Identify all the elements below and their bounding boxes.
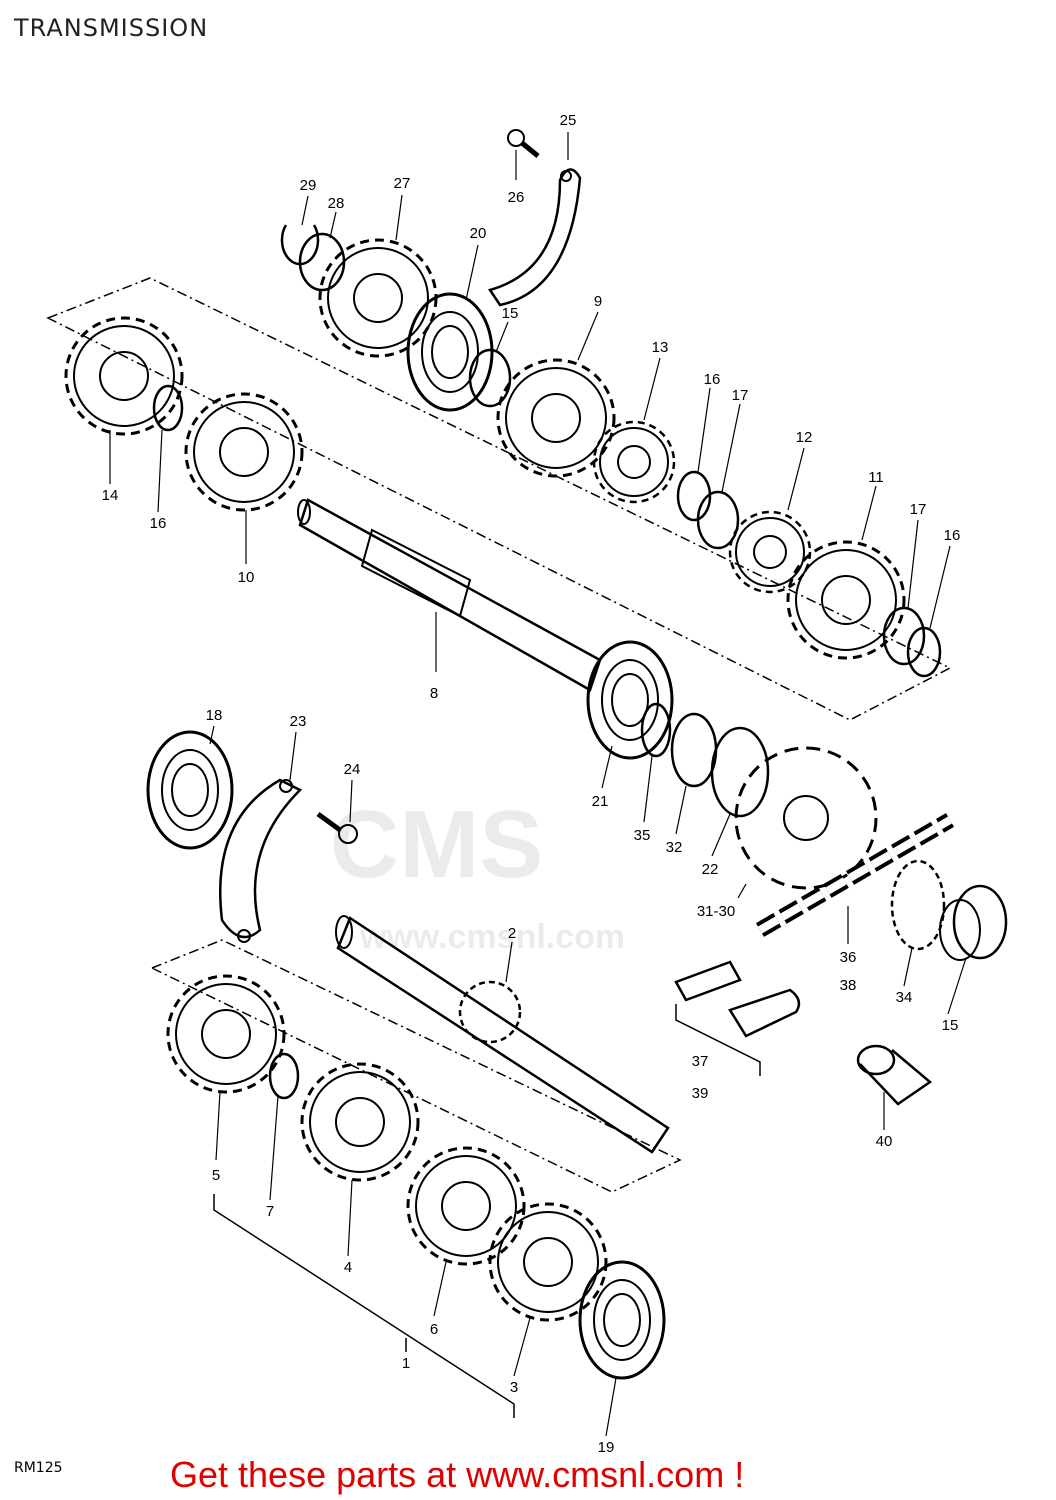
callout-28: 28 xyxy=(328,195,345,212)
washer-34 xyxy=(890,859,946,951)
gear-5 xyxy=(166,974,286,1094)
callout-5: 5 xyxy=(212,1167,220,1184)
bearing-21 xyxy=(586,640,674,760)
circlip-16b xyxy=(906,626,942,678)
circlip-15 xyxy=(468,348,512,408)
driveshaft-2 xyxy=(335,915,670,1154)
callout-22: 22 xyxy=(702,861,719,878)
bearing-retainer-23 xyxy=(218,778,303,943)
callout-38: 38 xyxy=(840,977,857,994)
callout-2: 2 xyxy=(508,925,516,942)
circlip-16c xyxy=(152,384,184,432)
callout-6: 6 xyxy=(430,1321,438,1338)
engine-sprocket-31 xyxy=(734,746,878,890)
washer-17b xyxy=(882,606,926,666)
gear-6 xyxy=(406,1146,526,1266)
countershaft-8 xyxy=(297,498,602,692)
callout-40: 40 xyxy=(876,1133,893,1150)
callout-11: 11 xyxy=(868,469,884,486)
callout-14: 14 xyxy=(102,487,119,504)
callout-18: 18 xyxy=(206,707,223,724)
callout-7: 7 xyxy=(266,1203,274,1220)
gear-12 xyxy=(728,510,812,594)
callout-4: 4 xyxy=(344,1259,352,1276)
group-bracket-1 xyxy=(213,1194,515,1418)
callout-32: 32 xyxy=(666,839,683,856)
washer-17 xyxy=(696,490,740,550)
diagram-code: RM125 xyxy=(14,1460,63,1476)
collar-40 xyxy=(856,1044,933,1106)
gear-3 xyxy=(488,1202,608,1322)
gear-14 xyxy=(64,316,184,436)
screw-24 xyxy=(316,811,358,844)
callout-9: 9 xyxy=(594,293,602,310)
callout-25: 25 xyxy=(560,112,577,129)
spacer-32 xyxy=(670,712,718,788)
lower-assembly-outline xyxy=(150,939,682,1193)
bearing-18 xyxy=(146,730,234,850)
watermark-url: www.cmsnl.com xyxy=(360,918,626,956)
callout-19: 19 xyxy=(598,1439,615,1456)
callout-35: 35 xyxy=(634,827,651,844)
callout-16c: 16 xyxy=(150,515,167,532)
gear-27 xyxy=(318,238,438,358)
bearing-20 xyxy=(406,292,494,412)
leader-lines xyxy=(109,132,967,1437)
o-ring-35 xyxy=(640,702,672,758)
callout-17: 17 xyxy=(732,387,749,404)
watermark-brand: CMS xyxy=(330,791,544,898)
page-title: TRANSMISSION xyxy=(14,14,209,42)
callout-10: 10 xyxy=(238,569,255,586)
gear-4 xyxy=(300,1062,420,1182)
chain-joint-37 xyxy=(674,960,801,1038)
callout-27: 27 xyxy=(394,175,411,192)
bearing-19 xyxy=(578,1260,666,1380)
callout-31-30: 31-30 xyxy=(697,903,735,920)
callout-13: 13 xyxy=(652,339,669,356)
screw-26 xyxy=(507,129,540,158)
oil-seal-22 xyxy=(710,726,770,818)
gear-10 xyxy=(184,392,304,512)
bushing-15 xyxy=(939,884,1008,961)
callout-20: 20 xyxy=(470,225,487,242)
callout-labels: 25 26 29 28 27 20 15 9 13 16 17 12 11 17… xyxy=(102,112,961,1456)
circlip-16 xyxy=(676,470,712,522)
promo-link[interactable]: Get these parts at www.cmsnl.com ! xyxy=(170,1454,745,1495)
callout-21: 21 xyxy=(592,793,609,810)
callout-16: 16 xyxy=(704,371,721,388)
callout-34: 34 xyxy=(896,989,913,1006)
gear-13 xyxy=(592,420,676,504)
callout-39: 39 xyxy=(692,1085,709,1102)
callout-23: 23 xyxy=(290,713,307,730)
gear-9 xyxy=(496,358,616,478)
gear-11 xyxy=(786,540,906,660)
callout-24: 24 xyxy=(344,761,361,778)
circlip-7 xyxy=(268,1052,300,1100)
callout-36: 36 xyxy=(840,949,857,966)
callout-12: 12 xyxy=(796,429,813,446)
callout-3: 3 xyxy=(510,1379,518,1396)
drive-chain xyxy=(755,813,955,937)
callout-26: 26 xyxy=(508,189,525,206)
callout-15b: 15 xyxy=(942,1017,959,1034)
callout-29: 29 xyxy=(300,177,317,194)
callout-17b: 17 xyxy=(910,501,927,518)
callout-37: 37 xyxy=(692,1053,709,1070)
group-bracket-37 xyxy=(675,1004,761,1076)
callout-15: 15 xyxy=(502,305,519,322)
callout-16b: 16 xyxy=(944,527,961,544)
bearing-retainer-25 xyxy=(488,168,582,307)
callout-1: 1 xyxy=(402,1355,410,1372)
callout-8: 8 xyxy=(430,685,438,702)
